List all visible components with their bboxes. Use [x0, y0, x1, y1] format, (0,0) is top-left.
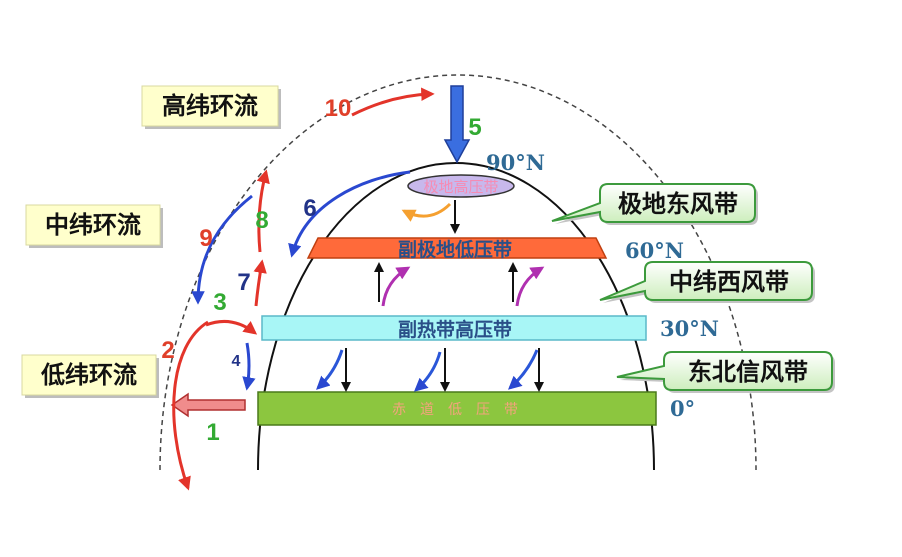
callout-box: [616, 351, 833, 391]
label-text: 高纬环流: [162, 92, 258, 120]
callout-text: 中纬西风带: [669, 268, 789, 296]
polar-high-ellipse: [407, 174, 515, 198]
number-10: 10: [325, 95, 352, 122]
equatorial-low-label: 赤道低压带: [392, 402, 532, 418]
trade-wind-deflection-arrow-3: [507, 349, 539, 390]
latitude-90-label: 90°N: [486, 150, 545, 175]
arrow-10-high-upper-flow: [351, 87, 435, 117]
arrow-8-subpolar-rising: [256, 169, 270, 253]
number-1: 1: [206, 419, 219, 446]
high-latitude-circulation-label: 高纬环流: [141, 85, 281, 129]
arrow-6-polar-surface-flow: [288, 170, 411, 258]
callout-box: [599, 261, 813, 301]
mid-latitude-westerlies-callout: 中纬西风带: [599, 261, 815, 303]
number-7: 7: [237, 269, 250, 296]
label-text: 低纬环流: [40, 361, 137, 389]
number-3: 3: [213, 289, 226, 316]
subtropical-high-label: 副热带高压带: [398, 318, 512, 341]
callout-text: 极地东风带: [618, 190, 738, 218]
equatorial-low-band: [257, 391, 657, 426]
number-9: 9: [199, 225, 212, 252]
label-box: [21, 354, 157, 396]
arrow-4-surface-trades: [242, 342, 256, 391]
northeast-trades-callout: 东北信风带: [616, 351, 835, 393]
arrow-1-equator-rising: [170, 392, 246, 418]
number-5: 5: [468, 114, 481, 141]
latitude-60-label: 60°N: [625, 238, 684, 263]
polar-easterly-deflection-arrow: [401, 202, 452, 222]
arrow-7-westerly-surface-flow: [253, 259, 267, 307]
subtropical-high-band: [261, 315, 647, 341]
arrow-5-polar-descending: [443, 85, 471, 164]
label-box: [25, 204, 161, 246]
trade-wind-deflection-arrow-2: [413, 351, 442, 392]
subpolar-low-label: 副极地低压带: [398, 238, 512, 261]
subpolar-low-band: [306, 237, 608, 259]
number-8: 8: [255, 207, 268, 234]
arrow-9-mid-upper-flow: [191, 194, 253, 305]
westerly-deflection-arrow-left: [381, 266, 411, 307]
label-text: 中纬环流: [45, 211, 141, 239]
number-6: 6: [303, 195, 316, 222]
latitude-0-label: 0°: [670, 396, 695, 421]
label-box: [141, 85, 279, 127]
mid-latitude-circulation-label: 中纬环流: [25, 204, 163, 248]
number-4: 4: [232, 353, 241, 370]
trade-wind-deflection-arrow-1: [316, 349, 344, 390]
latitude-30-label: 30°N: [660, 316, 719, 341]
westerly-deflection-arrow-right: [515, 266, 545, 307]
low-latitude-circulation-label: 低纬环流: [21, 354, 159, 398]
callout-box: [551, 183, 756, 223]
number-2: 2: [161, 337, 174, 364]
arrow-3-descending-30: [205, 319, 258, 335]
polar-easterlies-callout: 极地东风带: [551, 183, 758, 225]
polar-high-label: 极地高压带: [423, 178, 498, 196]
arrow-2-upper-flow: [172, 320, 209, 491]
callout-text: 东北信风带: [688, 358, 808, 386]
